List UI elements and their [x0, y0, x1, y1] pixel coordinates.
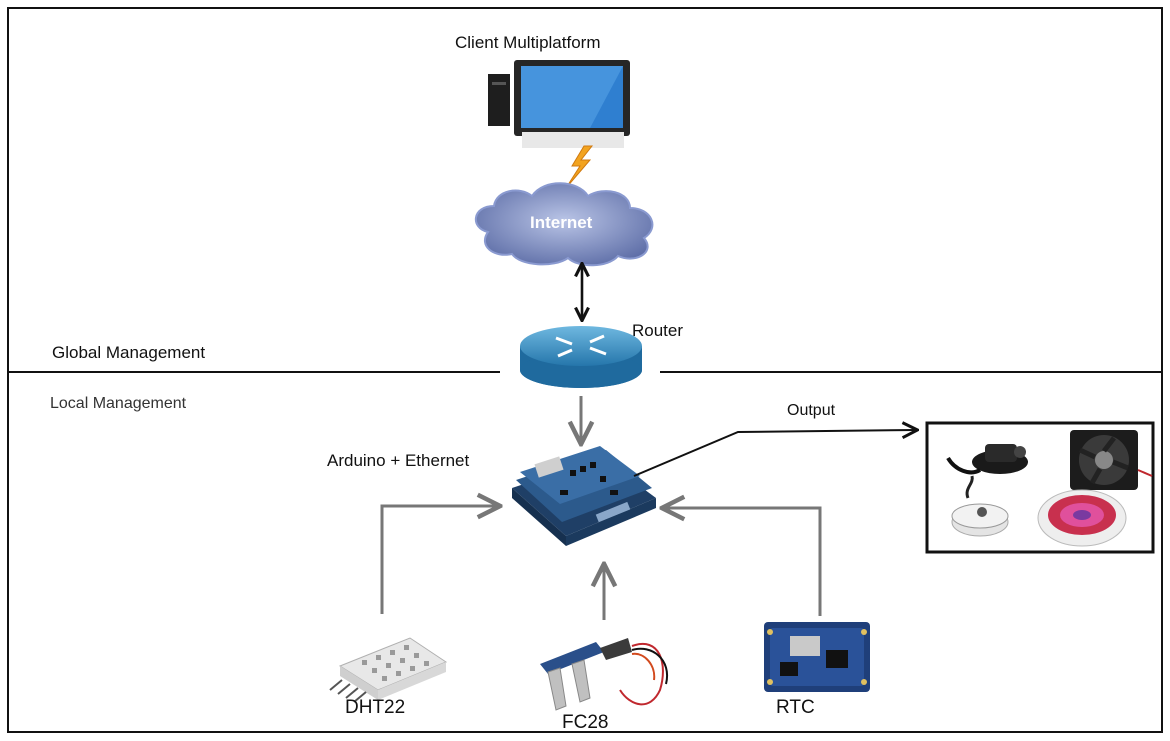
arduino-board-icon	[512, 446, 656, 546]
arduino-label: Arduino + Ethernet	[327, 451, 470, 470]
router-label: Router	[632, 321, 684, 340]
dht22-sensor-icon	[329, 637, 448, 703]
dht22-to-arduino-arrow	[380, 506, 498, 614]
outer-frame	[7, 7, 1163, 733]
grow-light-icon	[1037, 489, 1127, 547]
cloud-icon	[475, 182, 654, 267]
fc28-sensor-icon	[540, 638, 669, 711]
output-label: Output	[787, 402, 836, 419]
router-icon	[520, 326, 642, 388]
dht22-label: DHT22	[345, 697, 406, 718]
output-actuators-box	[925, 421, 1155, 554]
fc28-label: FC28	[562, 712, 609, 733]
client-label: Client Multiplatform	[455, 33, 601, 52]
global-management-label: Global Management	[52, 343, 206, 362]
fan-icon	[1070, 430, 1153, 490]
rtc-to-arduino-arrow	[664, 508, 822, 616]
local-management-label: Local Management	[50, 395, 187, 412]
humidifier-icon	[951, 475, 1009, 537]
output-arrow	[633, 430, 916, 477]
computer-icon	[488, 60, 630, 148]
pump-icon	[946, 444, 1028, 475]
internet-label: Internet	[530, 213, 593, 232]
rtc-module-icon	[764, 622, 870, 692]
rtc-label: RTC	[776, 697, 815, 718]
lightning-icon	[565, 145, 594, 189]
